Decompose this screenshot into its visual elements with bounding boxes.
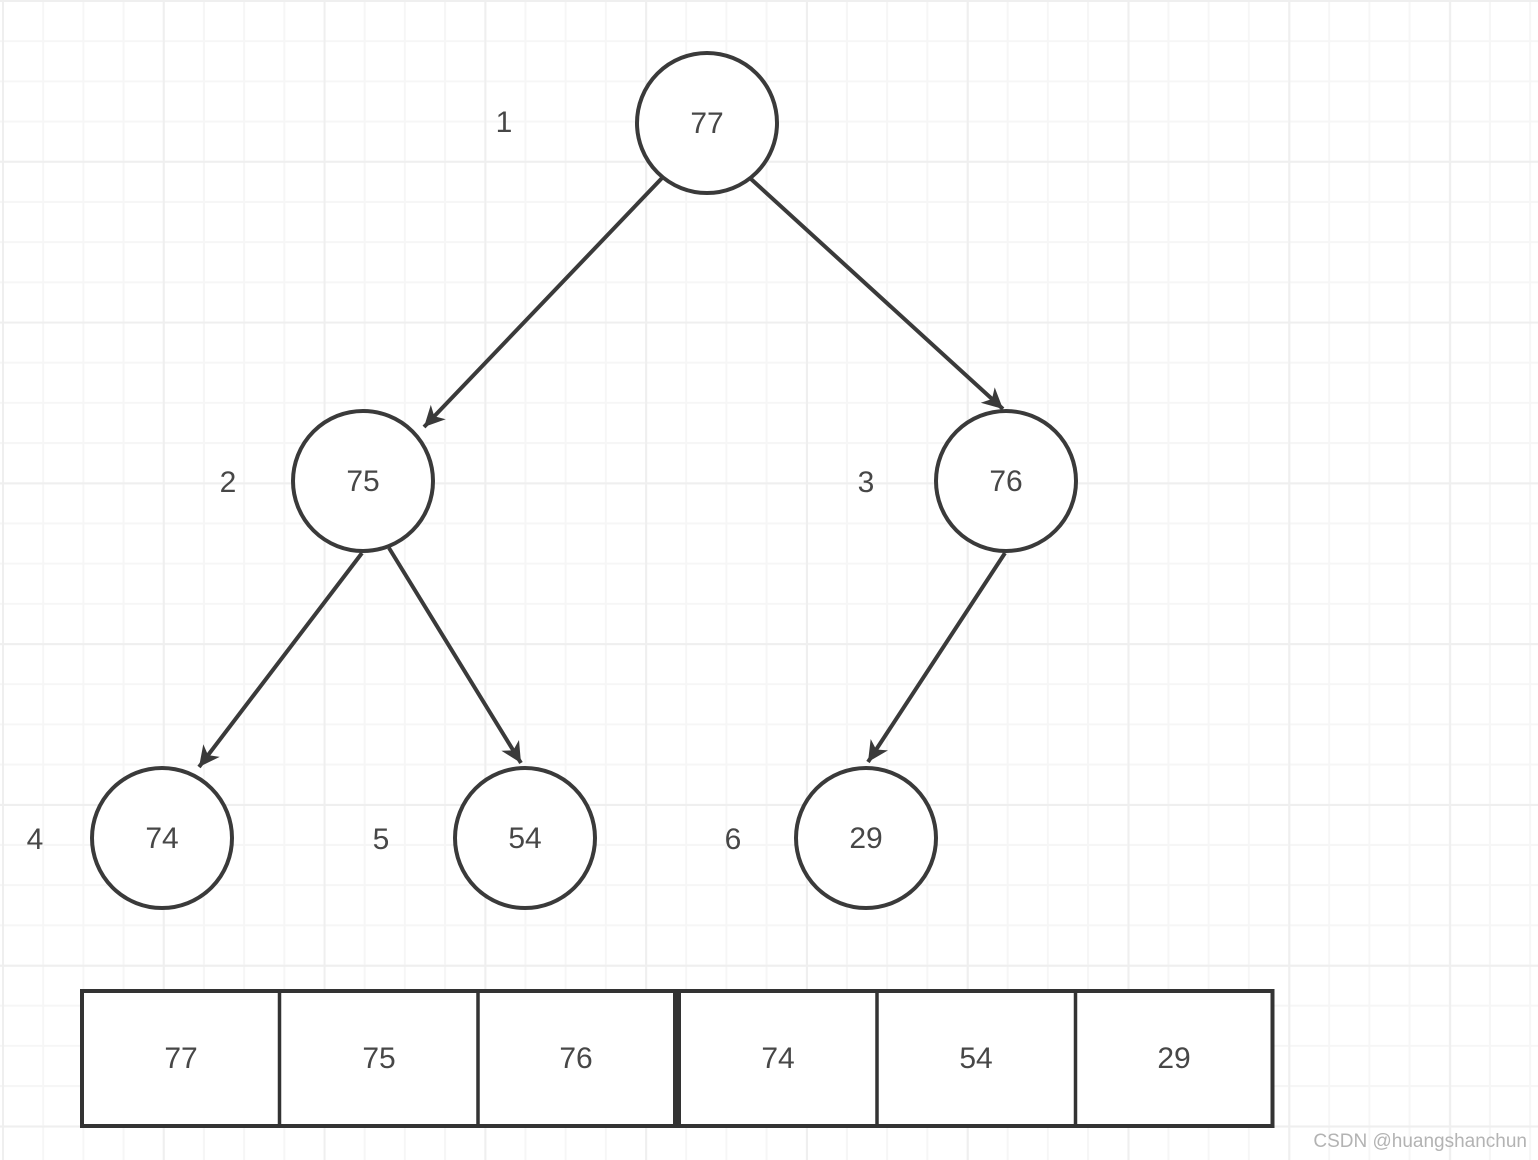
array-cell-value-29: 29 (1157, 1042, 1190, 1075)
tree-edge-76-29 (866, 551, 1007, 764)
tree-edge-77-76 (749, 177, 1005, 411)
tree-node-value-74: 74 (145, 822, 178, 855)
array-cell-value-77: 77 (164, 1042, 197, 1075)
tree-node-circle-29 (794, 766, 938, 910)
tree-node-index-4: 4 (27, 823, 44, 856)
tree-node-index-5: 5 (373, 823, 390, 856)
array-group-left (80, 989, 677, 1128)
tree-node-index-1: 1 (496, 106, 513, 139)
array-group-right (677, 989, 1275, 1128)
array-cell-value-74: 74 (761, 1042, 794, 1075)
tree-node-circle-75 (291, 409, 435, 553)
tree-edge-77-75 (422, 175, 665, 429)
tree-node-circle-77 (635, 51, 779, 195)
tree-node-value-54: 54 (508, 822, 541, 855)
tree-node-value-76: 76 (989, 465, 1022, 498)
tree-edge-75-54 (387, 546, 523, 765)
watermark-text: CSDN @huangshanchun (1313, 1131, 1527, 1152)
tree-node-index-6: 6 (725, 823, 742, 856)
array-cell-value-75: 75 (362, 1042, 395, 1075)
tree-node-index-3: 3 (858, 466, 875, 499)
tree-node-circle-76 (934, 409, 1078, 553)
array-representation: 77 75 76 74 54 29 (80, 989, 1275, 1128)
tree-node-value-75: 75 (346, 465, 379, 498)
tree-node-value-29: 29 (849, 822, 882, 855)
tree-node-circle-54 (453, 766, 597, 910)
tree-nodes: 77 1 75 2 76 3 74 4 54 5 29 6 (27, 51, 1078, 910)
tree-edge-75-74 (197, 551, 364, 769)
array-cell-value-76: 76 (559, 1042, 592, 1075)
array-cell-value-54: 54 (959, 1042, 992, 1075)
tree-edges (197, 175, 1007, 769)
tree-node-index-2: 2 (220, 466, 237, 499)
tree-node-circle-74 (90, 766, 234, 910)
tree-node-value-77: 77 (690, 107, 723, 140)
